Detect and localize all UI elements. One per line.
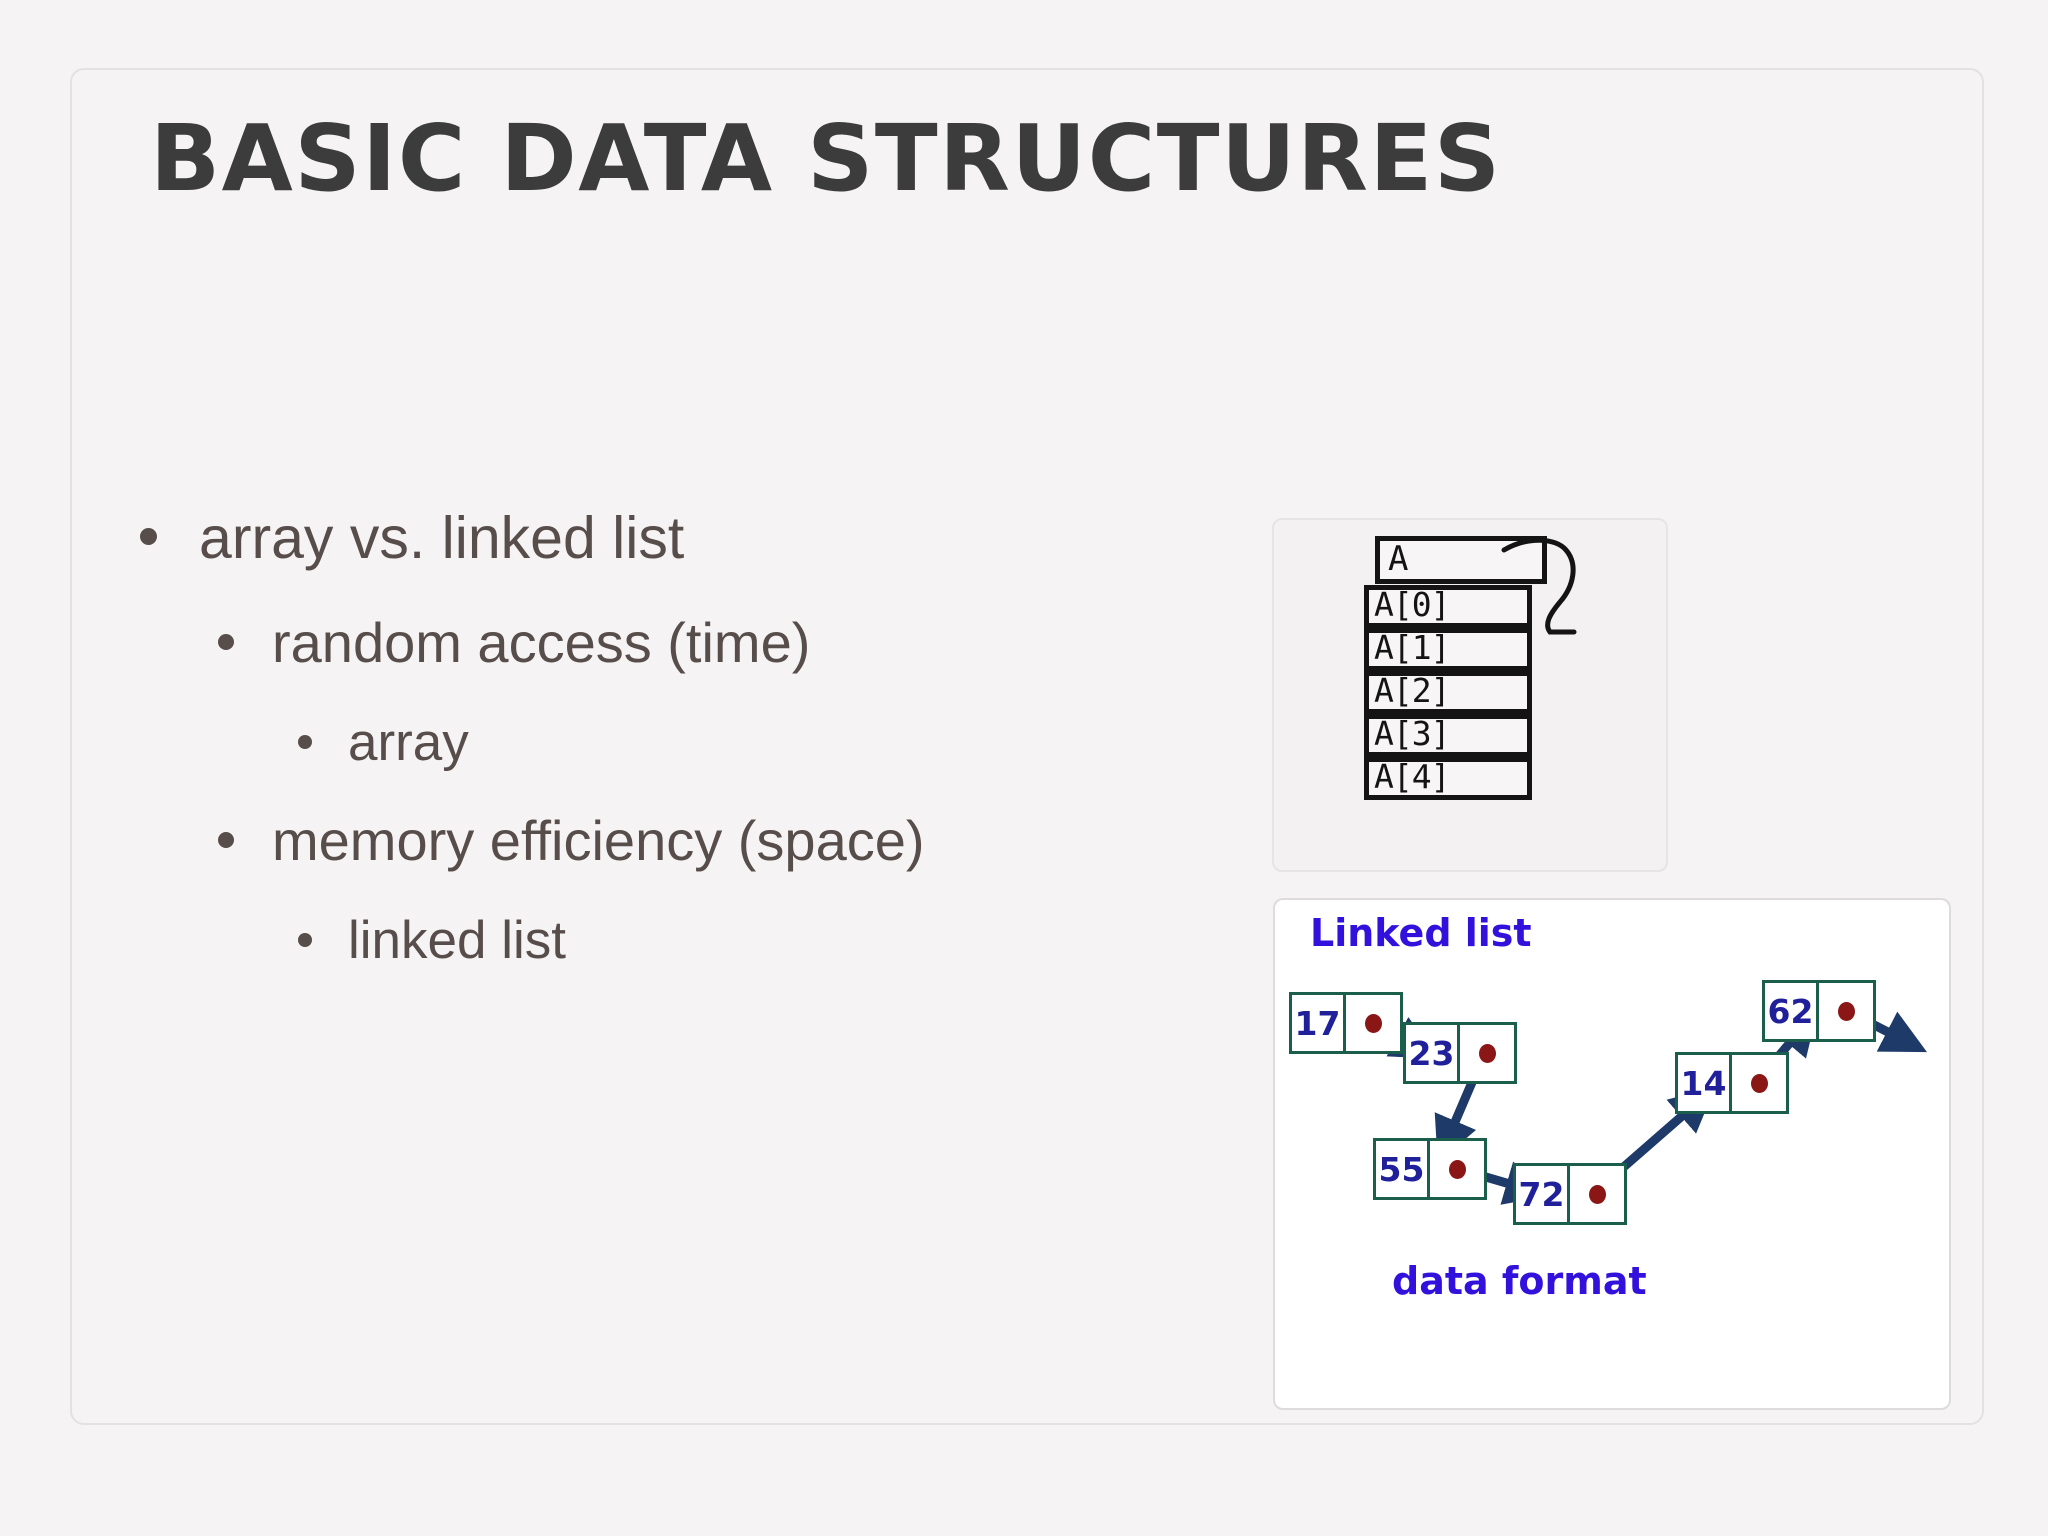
array-cell-label: A[4] (1374, 757, 1450, 796)
bullet-label: linked list (348, 911, 566, 971)
bullet-dot-icon (140, 528, 157, 545)
node-value: 55 (1376, 1141, 1430, 1197)
array-head-label: A (1388, 539, 1409, 579)
bullet-label: array (348, 712, 469, 772)
bullet-item-array: array (298, 715, 1220, 771)
linked-list-node: 62 (1762, 980, 1876, 1042)
bullet-dot-icon (298, 933, 312, 948)
bullet-item-linked-list: linked list (298, 913, 1220, 969)
array-cell-label: A[2] (1374, 671, 1450, 710)
bullet-item-array-vs-linked-list: array vs. linked list (140, 505, 1220, 571)
node-value: 17 (1292, 995, 1346, 1051)
array-cell: A[0] (1364, 585, 1532, 628)
bullet-dot-icon (298, 734, 312, 749)
node-pointer-cell (1732, 1055, 1786, 1111)
bullet-item-memory-efficiency: memory efficiency (space) (218, 812, 1220, 871)
node-value: 23 (1406, 1025, 1460, 1081)
bullet-label: memory efficiency (space) (272, 809, 925, 873)
array-cell: A[3] (1364, 714, 1532, 757)
linked-list-node: 72 (1513, 1163, 1627, 1225)
pointer-dot-icon (1588, 1184, 1606, 1204)
array-cell: A[4] (1364, 757, 1532, 800)
linked-list-caption: data format (1392, 1259, 1647, 1303)
linked-list-node: 14 (1675, 1052, 1789, 1114)
array-diagram: A A[0] A[1] A[2] A[3] A[4] (1272, 518, 1672, 878)
pointer-dot-icon (1478, 1043, 1496, 1063)
pointer-dot-icon (1750, 1073, 1768, 1093)
array-cell-label: A[0] (1374, 585, 1450, 624)
node-pointer-cell (1819, 983, 1873, 1039)
bullet-label: array vs. linked list (199, 505, 685, 571)
page-title: BASIC DATA STRUCTURES (150, 105, 1502, 212)
node-pointer-cell (1346, 995, 1400, 1051)
pointer-dot-icon (1837, 1001, 1855, 1021)
bullet-list: array vs. linked list random access (tim… (140, 505, 1220, 1011)
array-cell-label: A[3] (1374, 714, 1450, 753)
array-cell: A[2] (1364, 671, 1532, 714)
bullet-dot-icon (218, 832, 234, 849)
linked-list-node: 17 (1289, 992, 1403, 1054)
linked-list-node: 55 (1373, 1138, 1487, 1200)
pointer-dot-icon (1364, 1013, 1382, 1033)
node-pointer-cell (1570, 1166, 1624, 1222)
node-pointer-cell (1430, 1141, 1484, 1197)
bullet-label: random access (time) (272, 610, 811, 674)
linked-list-node: 23 (1403, 1022, 1517, 1084)
pointer-dot-icon (1448, 1159, 1466, 1179)
node-value: 14 (1678, 1055, 1732, 1111)
array-head-box: A (1375, 536, 1547, 584)
array-cell-label: A[1] (1374, 628, 1450, 667)
bullet-item-random-access: random access (time) (218, 610, 1220, 674)
node-value: 62 (1765, 983, 1819, 1039)
linked-list-diagram-panel: Linked list 17 23 (1273, 898, 1951, 1410)
array-cell: A[1] (1364, 628, 1532, 671)
node-pointer-cell (1460, 1025, 1514, 1081)
linked-list-title: Linked list (1310, 911, 1532, 955)
bullet-dot-icon (218, 633, 234, 650)
node-value: 72 (1516, 1166, 1570, 1222)
